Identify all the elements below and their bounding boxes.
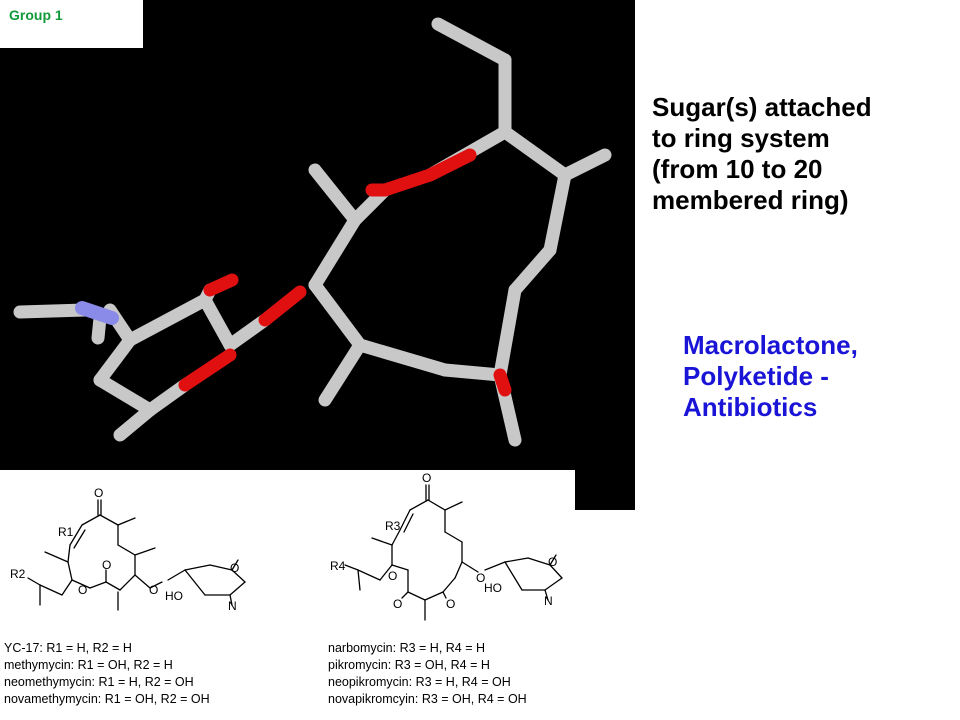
compound-name: methymycin: [4,658,75,672]
atom-label: R1 [58,525,74,539]
compound-detail: R3 = H, R4 = OH [415,675,511,689]
atom-label: O [393,597,402,611]
atom-label: O [149,583,158,597]
compound-detail: R3 = H, R4 = H [399,641,486,655]
atom-label: HO [165,589,183,603]
legend-row: neopikromycin: R3 = H, R4 = OH [328,674,527,691]
structure-a-legend: YC-17: R1 = H, R2 = H methymycin: R1 = O… [4,640,210,708]
atom-label: O [548,555,557,569]
atom-label: O [446,597,455,611]
atom-label: N [228,599,237,613]
atom-label: O [388,569,397,583]
legend-row: narbomycin: R3 = H, R4 = H [328,640,527,657]
compound-detail: R1 = OH, R2 = H [77,658,173,672]
group-label-box: Group 1 [0,0,143,48]
group-label: Group 1 [9,7,63,23]
classification-line: Polyketide - [683,361,829,391]
legend-row: methymycin: R1 = OH, R2 = H [4,657,210,674]
classification-line: Antibiotics [683,392,818,422]
molecule-3d-sticks [13,17,612,447]
atom-label: R3 [385,519,401,533]
structure-b-legend: narbomycin: R3 = H, R4 = H pikromycin: R… [328,640,527,708]
legend-row: neomethymycin: R1 = H, R2 = OH [4,674,210,691]
legend-row: YC-17: R1 = H, R2 = H [4,640,210,657]
compound-name: pikromycin: [328,658,392,672]
compound-detail: R1 = H, R2 = H [46,641,132,655]
compound-name: novamethymycin: [4,692,102,706]
legend-row: novapikromcyin: R3 = OH, R4 = OH [328,691,527,708]
atom-label: N [544,594,553,608]
compound-name: YC-17: [4,641,43,655]
compound-name: narbomycin: [328,641,397,655]
legend-row: pikromycin: R3 = OH, R4 = H [328,657,527,674]
structure-drawings: O R1 R2 O O O HO O N O R3 R4 O O O O HO … [10,471,563,621]
compound-detail: R3 = OH, R4 = H [394,658,490,672]
atom-label: O [102,558,111,572]
description-line: (from 10 to 20 [652,154,823,184]
compound-detail: R1 = H, R2 = OH [98,675,194,689]
atom-label: O [230,561,239,575]
description-line: to ring system [652,123,830,153]
compound-name: neopikromycin: [328,675,413,689]
legend-row: novamethymycin: R1 = OH, R2 = OH [4,691,210,708]
compound-detail: R1 = OH, R2 = OH [104,692,210,706]
atom-label: R4 [330,559,346,573]
description-text: Sugar(s) attached to ring system (from 1… [652,92,952,216]
atom-label: HO [484,581,502,595]
classification-text: Macrolactone, Polyketide - Antibiotics [683,330,953,423]
atom-label: O [78,583,87,597]
compound-name: neomethymycin: [4,675,96,689]
atom-label: R2 [10,567,26,581]
atom-label: O [422,471,431,485]
structures-panel: O R1 R2 O O O HO O N O R3 R4 O O O O HO … [0,470,575,720]
description-line: membered ring) [652,185,849,215]
description-line: Sugar(s) attached [652,92,872,122]
compound-name: novapikromcyin: [328,692,419,706]
molecule-3d-view [0,0,635,510]
compound-detail: R3 = OH, R4 = OH [421,692,527,706]
atom-label: O [476,571,485,585]
atom-label: O [94,486,103,500]
classification-line: Macrolactone, [683,330,858,360]
